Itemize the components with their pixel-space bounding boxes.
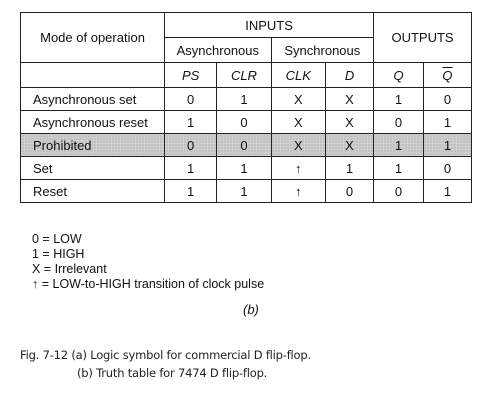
ps-cell: 0 xyxy=(164,87,218,111)
legend: 0 = LOW 1 = HIGH X = Irrelevant ↑ = LOW-… xyxy=(32,232,264,292)
qbar-cell: 0 xyxy=(422,87,473,111)
table-row: Asynchronous set 0 1 X X 1 0 xyxy=(19,87,473,111)
outputs-header: OUTPUTS xyxy=(373,12,472,63)
d-cell: 0 xyxy=(324,179,375,203)
caption-line-2: (b) Truth table for 7474 D flip-flop. xyxy=(77,366,268,380)
table-row: Asynchronous reset 1 0 X X 0 1 xyxy=(19,110,473,134)
clk-cell: X xyxy=(270,87,326,111)
clr-cell: 0 xyxy=(216,133,272,157)
ps-cell: 1 xyxy=(164,156,218,180)
q-cell: 1 xyxy=(373,133,424,157)
q-cell: 0 xyxy=(373,179,424,203)
legend-high: 1 = HIGH xyxy=(32,247,85,261)
clr-cell: 1 xyxy=(216,179,272,203)
clk-rising-edge-icon: ↑ xyxy=(270,156,326,180)
qbar-cell: 0 xyxy=(422,156,473,180)
signal-header-d: D xyxy=(324,62,375,88)
caption-line-1: Fig. 7-12 (a) Logic symbol for commercia… xyxy=(20,348,311,362)
mode-cell: Prohibited xyxy=(19,133,166,157)
legend-transition: ↑ = LOW-to-HIGH transition of clock puls… xyxy=(32,277,264,292)
legend-low: 0 = LOW xyxy=(32,232,82,246)
qbar-cell: 1 xyxy=(422,133,473,157)
clk-cell: X xyxy=(270,133,326,157)
signal-header-blank xyxy=(19,62,166,88)
mode-cell: Asynchronous set xyxy=(19,87,166,111)
figure-caption: Fig. 7-12 (a) Logic symbol for commercia… xyxy=(20,346,311,382)
table-row: Reset 1 1 ↑ 0 0 1 xyxy=(19,179,473,203)
subfigure-label: (b) xyxy=(243,302,259,317)
qbar-symbol: Q xyxy=(442,67,453,83)
clr-cell: 0 xyxy=(216,110,272,134)
rising-edge-arrow-icon: ↑ xyxy=(32,277,39,291)
table-row-shaded: Prohibited 0 0 X X 1 1 xyxy=(19,133,473,157)
qbar-cell: 1 xyxy=(422,179,473,203)
truth-table: Mode of operation INPUTS OUTPUTS Asynchr… xyxy=(19,12,473,203)
clk-cell: X xyxy=(270,110,326,134)
signal-header-q: Q xyxy=(373,62,424,88)
legend-irrelevant: X = Irrelevant xyxy=(32,262,107,276)
legend-transition-text: = LOW-to-HIGH transition of clock pulse xyxy=(41,277,265,291)
mode-cell: Reset xyxy=(19,179,166,203)
signal-header-clr: CLR xyxy=(216,62,272,88)
q-cell: 1 xyxy=(373,87,424,111)
ps-cell: 1 xyxy=(164,179,218,203)
ps-cell: 1 xyxy=(164,110,218,134)
clr-cell: 1 xyxy=(216,87,272,111)
clr-cell: 1 xyxy=(216,156,272,180)
inputs-header: INPUTS xyxy=(164,12,375,38)
d-cell: 1 xyxy=(324,156,375,180)
d-cell: X xyxy=(324,133,375,157)
ps-cell: 0 xyxy=(164,133,218,157)
d-cell: X xyxy=(324,87,375,111)
signal-header-clk: CLK xyxy=(270,62,326,88)
mode-of-operation-header: Mode of operation xyxy=(19,12,166,63)
table-row: Set 1 1 ↑ 1 1 0 xyxy=(19,156,473,180)
q-cell: 1 xyxy=(373,156,424,180)
clk-rising-edge-icon: ↑ xyxy=(270,179,326,203)
asynchronous-header: Asynchronous xyxy=(164,37,272,63)
q-cell: 0 xyxy=(373,110,424,134)
signal-header-qbar: Q xyxy=(422,62,473,88)
synchronous-header: Synchronous xyxy=(270,37,375,63)
d-cell: X xyxy=(324,110,375,134)
mode-cell: Asynchronous reset xyxy=(19,110,166,134)
signal-header-ps: PS xyxy=(164,62,218,88)
qbar-cell: 1 xyxy=(422,110,473,134)
mode-cell: Set xyxy=(19,156,166,180)
